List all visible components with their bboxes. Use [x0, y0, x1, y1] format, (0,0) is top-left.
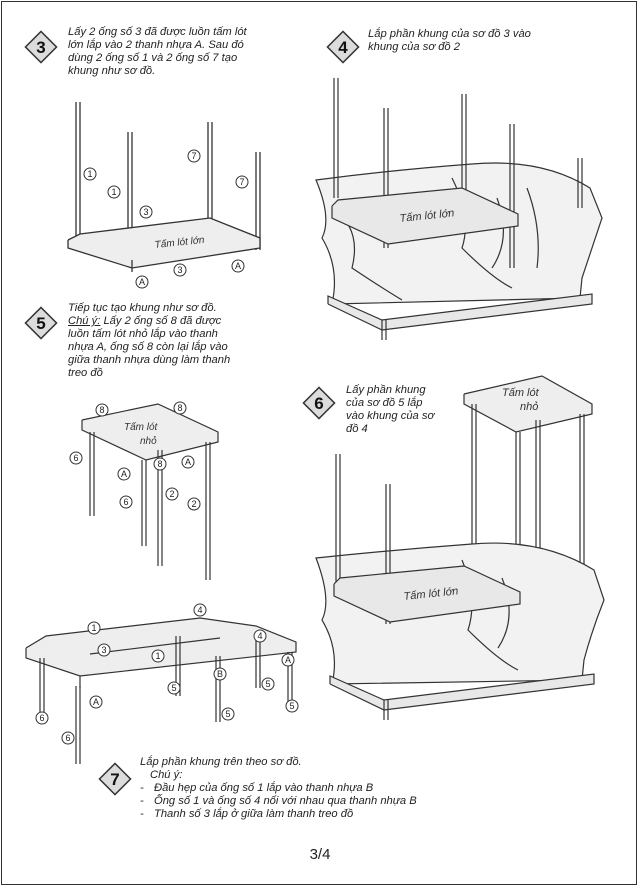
step-5-note-line: luồn tấm lót nhỏ lắp vào thanh	[68, 328, 218, 340]
part-label: 6	[39, 713, 44, 723]
step-3-diagram: Tấm lót lớn 1 1 3 3 7 7 A A	[67, 102, 261, 289]
step-6-diagram: Tấm lót nhỏ Tấm lót lớn	[315, 375, 605, 720]
step-5-diagram: Tấm lót nhỏ 8 8 8 6 A A 6 2 2	[69, 401, 219, 580]
part-label: A	[139, 277, 145, 287]
step-7-diagram: 1 4 3 1 4 A B 5 5 A 6 6 5 5	[25, 603, 299, 764]
step-5-panel-label-2: nhỏ	[140, 435, 157, 447]
part-label: 6	[73, 453, 78, 463]
step-6-line: Lấy phần khung	[346, 384, 426, 396]
step-5-note-label: Chú ý:	[68, 315, 101, 327]
step-6-line: vào khung của sơ	[346, 410, 435, 422]
step-badge-3: 3	[24, 30, 58, 64]
part-label: 6	[123, 497, 128, 507]
step-6-panel-label: Tấm lót lớn	[403, 585, 459, 603]
step-7-text: Lắp phần khung trên theo sơ đồ. Chú ý: Đ…	[140, 756, 470, 821]
step-4-line: Lắp phần khung của sơ đồ 3 vào	[368, 28, 531, 40]
part-label: 3	[101, 645, 106, 655]
part-label: 8	[157, 459, 162, 469]
part-label: 1	[111, 187, 116, 197]
step-number-6: 6	[314, 394, 323, 413]
step-6-line: của sơ đồ 5 lắp	[346, 397, 423, 409]
step-5-note-line: giữa thanh nhựa dùng làm thanh	[68, 354, 231, 366]
part-label: 4	[197, 605, 202, 615]
part-label: 5	[225, 709, 230, 719]
step-4-diagram: Tấm lót lớn	[315, 78, 603, 340]
part-label: 3	[143, 207, 148, 217]
part-label: 4	[257, 631, 262, 641]
part-label: 8	[99, 405, 104, 415]
part-label: A	[121, 469, 127, 479]
part-label: A	[235, 261, 241, 271]
step-number-3: 3	[36, 38, 45, 57]
step-7-note: Ống số 1 và ống số 4 nối với nhau qua th…	[140, 795, 470, 808]
step-5-text: Tiếp tục tạo khung như sơ đồ. Chú ý: Lấy…	[68, 302, 268, 380]
page-number: 3/4	[309, 846, 331, 863]
step-3-line: khung như sơ đồ.	[68, 65, 156, 77]
step-6-panel-top-2: nhỏ	[520, 401, 538, 413]
part-label: 1	[155, 651, 160, 661]
part-label: 1	[91, 623, 96, 633]
part-label: 5	[289, 701, 294, 711]
step-3-line: lớn lắp vào 2 thanh nhựa A. Sau đó	[68, 39, 244, 51]
part-label: 1	[87, 169, 92, 179]
part-label: 5	[171, 683, 176, 693]
step-5-note-line: Lấy 2 ống số 8 đã được	[103, 315, 222, 327]
step-3-panel-label: Tấm lót lớn	[154, 234, 205, 251]
step-3-callouts: 1 1 3 3 7 7 A A	[83, 149, 249, 289]
step-6-line: đồ 4	[346, 423, 368, 435]
step-4-text: Lắp phần khung của sơ đồ 3 vào khung của…	[368, 28, 608, 54]
step-number-7: 7	[110, 770, 119, 789]
step-6-text: Lấy phần khung của sơ đồ 5 lắp vào khung…	[346, 384, 454, 436]
part-label: B	[217, 669, 223, 679]
part-label: 2	[169, 489, 174, 499]
step-number-4: 4	[338, 38, 348, 57]
step-3-line: Lấy 2 ống số 3 đã được luồn tấm lót	[68, 26, 247, 38]
step-badge-4: 4	[326, 30, 360, 64]
step-7-notes: Đầu hẹp của ống số 1 lắp vào thanh nhựa …	[140, 782, 470, 821]
part-label: A	[185, 457, 191, 467]
step-badge-5: 5	[24, 306, 58, 340]
step-4-panel-label: Tấm lót lớn	[399, 207, 455, 225]
step-3-line: dùng 2 ống số 1 và 2 ống số 7 tạo	[68, 52, 238, 64]
step-7-note-label: Chú ý:	[150, 769, 183, 781]
step-badge-6: 6	[302, 386, 336, 420]
part-label: 7	[239, 177, 244, 187]
part-label: A	[93, 697, 99, 707]
step-5-callouts: 8 8 8 6 A A 6 2 2	[69, 401, 201, 511]
part-label: 2	[191, 499, 196, 509]
step-7-note: Đầu hẹp của ống số 1 lắp vào thanh nhựa …	[140, 782, 470, 795]
step-5-note-line: treo đồ	[68, 367, 103, 379]
step-badge-7: 7	[98, 762, 132, 796]
step-5-panel-label-1: Tấm lót	[124, 421, 159, 433]
part-label: 5	[265, 679, 270, 689]
part-label: 7	[191, 151, 196, 161]
step-7-callouts: 1 4 3 1 4 A B 5 5 A 6 6 5 5	[35, 603, 299, 745]
step-5-line: Tiếp tục tạo khung như sơ đồ.	[68, 302, 217, 314]
step-7-note: Thanh số 3 lắp ở giữa làm thanh treo đồ	[140, 808, 470, 821]
step-6-panel-top-1: Tấm lót	[502, 387, 540, 399]
part-label: A	[285, 655, 291, 665]
part-label: 3	[177, 265, 182, 275]
part-label: 8	[177, 403, 182, 413]
step-3-text: Lấy 2 ống số 3 đã được luồn tấm lót lớn …	[68, 26, 298, 78]
step-7-line: Lắp phần khung trên theo sơ đồ.	[140, 756, 302, 768]
part-label: 6	[65, 733, 70, 743]
step-number-5: 5	[36, 314, 45, 333]
step-4-line: khung của sơ đồ 2	[368, 41, 460, 53]
step-5-note-line: nhựa A, ống số 8 còn lại lắp vào	[68, 341, 228, 353]
